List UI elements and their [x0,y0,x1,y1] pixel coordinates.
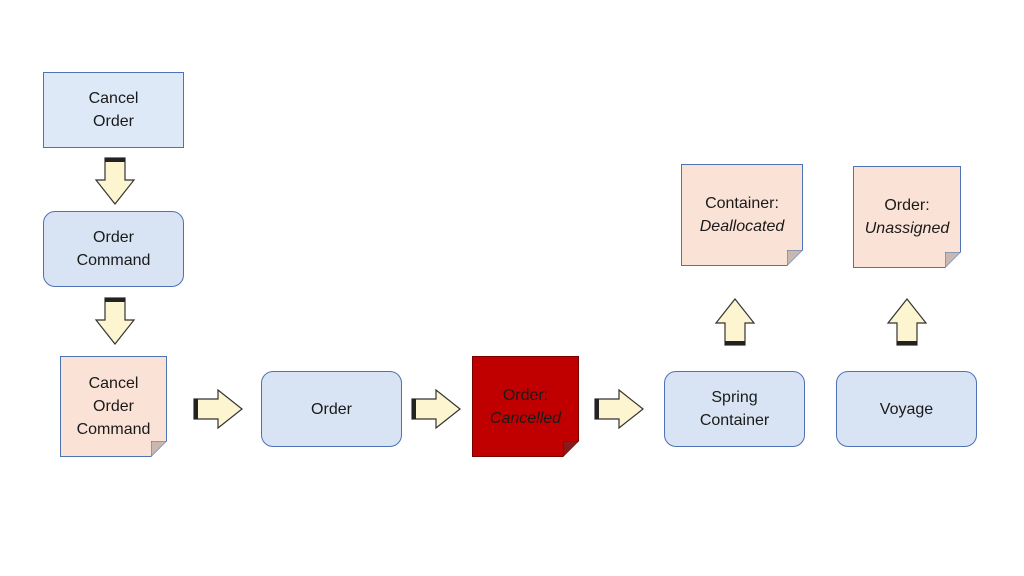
order-command-node: Order Command [43,211,184,287]
note-fold-icon [151,441,167,457]
arrow-right-icon [594,388,644,430]
spring-container-line-2: Container [699,412,770,429]
order-label: Order [311,400,352,418]
voyage-node: Voyage [836,371,977,447]
order-unassigned-note: Order: Unassigned [853,166,961,268]
note-fold-icon [563,441,579,457]
order-node: Order [261,371,402,447]
arrow-right-icon [411,388,461,430]
cancel-order-command-line-1: Cancel [88,375,139,392]
order-unassigned-line-1: Order: [884,197,930,214]
order-cancelled-line-1: Order: [502,386,549,404]
note-fold-icon [945,252,961,268]
spring-container-node: Spring Container [664,371,805,447]
note-fold-icon [787,250,803,266]
cancel-order-command-line-3: Command [76,421,151,438]
arrow-right-icon [193,388,243,430]
container-deallocated-note: Container: Deallocated [681,164,803,266]
order-unassigned-line-2: Unassigned [864,220,950,237]
voyage-label: Voyage [879,400,934,418]
order-command-line-2: Command [76,252,151,269]
spring-container-line-1: Spring [711,389,758,406]
cancel-order-node: Cancel Order [43,72,184,148]
order-cancelled-line-2: Cancelled [489,409,562,427]
cancel-order-line-2: Order [93,113,134,130]
container-deallocated-line-1: Container: [705,195,779,212]
cancel-order-line-1: Cancel [88,90,139,107]
arrow-up-icon [886,298,928,346]
cancel-order-command-line-2: Order [93,398,134,415]
arrow-down-icon [94,297,136,345]
order-command-line-1: Order [93,229,134,246]
arrow-up-icon [714,298,756,346]
arrow-down-icon [94,157,136,205]
order-cancelled-note: Order: Cancelled [472,356,579,457]
container-deallocated-line-2: Deallocated [699,218,785,235]
cancel-order-command-note: Cancel Order Command [60,356,167,457]
